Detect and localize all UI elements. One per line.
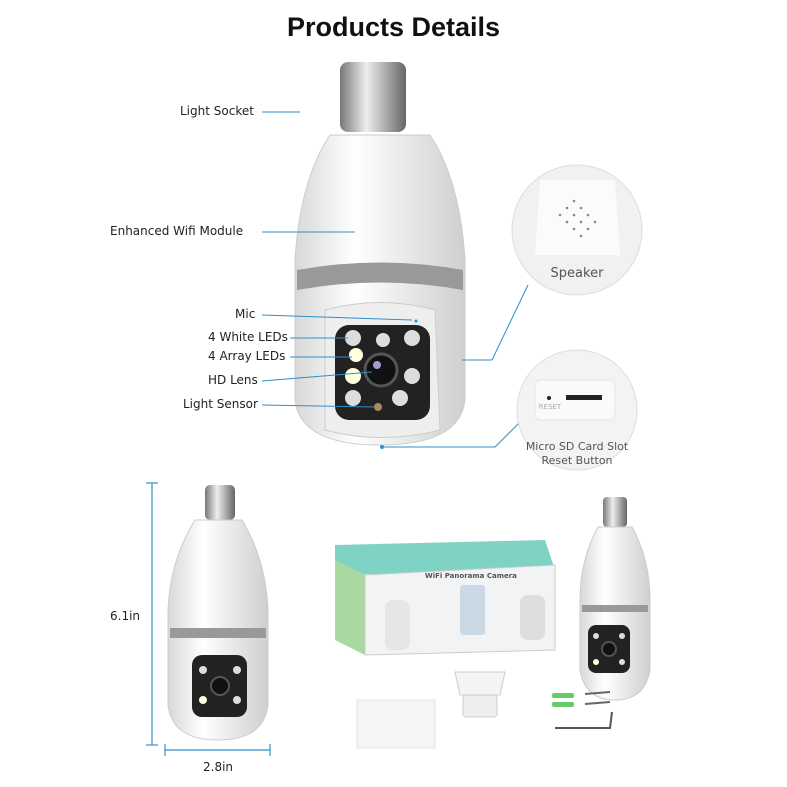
width-dimension: 2.8in	[203, 760, 234, 774]
front-view-bulb	[579, 497, 651, 701]
accessories	[356, 671, 613, 749]
callout-array-leds: 4 Array LEDs	[208, 349, 286, 363]
callout-mic: Mic	[235, 307, 256, 321]
callout-wifi-module: Enhanced Wifi Module	[110, 224, 244, 238]
dimension-lines	[146, 482, 271, 756]
speaker-detail	[511, 164, 643, 296]
callout-hd-lens: HD Lens	[208, 373, 258, 387]
callout-light-sensor: Light Sensor	[183, 397, 258, 411]
height-dimension: 6.1in	[110, 609, 141, 623]
sd-slot-detail	[516, 349, 638, 471]
reset-button-label: Reset Button	[541, 454, 613, 467]
reset-label: RESET	[538, 403, 562, 411]
box-title: WiFi Panorama Camera	[425, 572, 517, 580]
page-title: Products Details	[286, 12, 501, 42]
callout-white-leds: 4 White LEDs	[208, 330, 288, 344]
speaker-label: Speaker	[550, 266, 604, 281]
sd-slot-label: Micro SD Card Slot	[525, 440, 629, 453]
callout-lines	[261, 111, 529, 448]
package-box	[335, 540, 556, 656]
side-view-bulb	[167, 485, 269, 741]
main-camera-bulb	[294, 62, 466, 446]
callout-light-socket: Light Socket	[180, 104, 254, 118]
